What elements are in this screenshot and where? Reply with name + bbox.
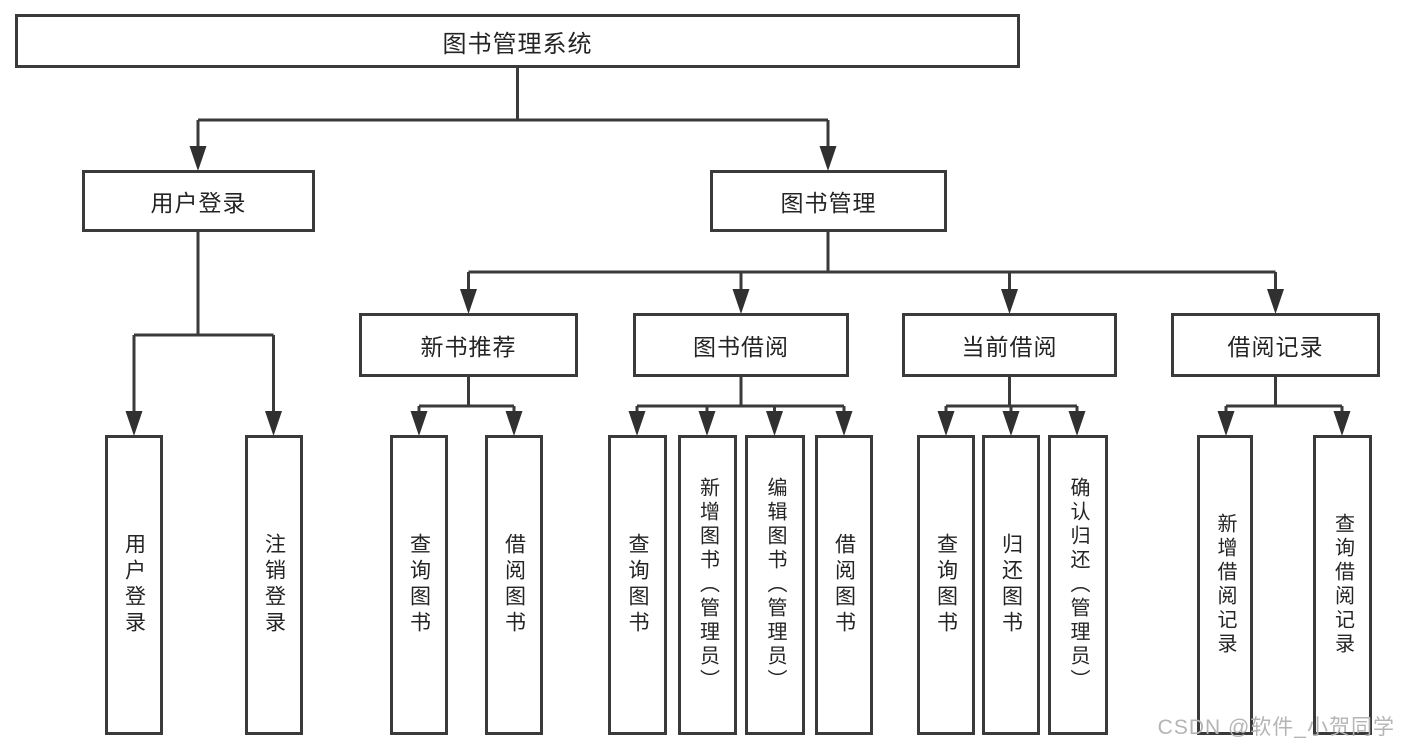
node-book-borrow: 图书借阅 bbox=[633, 313, 849, 377]
leaf-return-books: 归还图书 bbox=[982, 435, 1040, 735]
leaf-edit-books-admin: 编辑图书（管理员） bbox=[745, 435, 805, 735]
node-book-management: 图书管理 bbox=[710, 170, 947, 232]
leaf-add-books-admin: 新增图书（管理员） bbox=[678, 435, 737, 735]
leaf-query-books-2: 查询图书 bbox=[608, 435, 667, 735]
leaf-query-books: 查询图书 bbox=[390, 435, 448, 735]
leaf-logout: 注销登录 bbox=[245, 435, 303, 735]
leaf-query-books-3: 查询图书 bbox=[917, 435, 975, 735]
node-new-book-recommend: 新书推荐 bbox=[359, 313, 578, 377]
leaf-query-borrow-record: 查询借阅记录 bbox=[1313, 435, 1372, 735]
leaf-user-login: 用户登录 bbox=[105, 435, 163, 735]
leaf-add-borrow-record: 新增借阅记录 bbox=[1197, 435, 1253, 735]
leaf-confirm-return-admin: 确认归还（管理员） bbox=[1048, 435, 1108, 735]
leaf-borrow-books-2: 借阅图书 bbox=[815, 435, 873, 735]
node-user-login: 用户登录 bbox=[82, 170, 315, 232]
node-current-borrow: 当前借阅 bbox=[902, 313, 1117, 377]
leaf-borrow-books: 借阅图书 bbox=[485, 435, 543, 735]
csdn-watermark: CSDN @软件_小贺同学 bbox=[1157, 716, 1395, 739]
node-borrow-record: 借阅记录 bbox=[1171, 313, 1380, 377]
node-library-management-system: 图书管理系统 bbox=[15, 14, 1020, 68]
